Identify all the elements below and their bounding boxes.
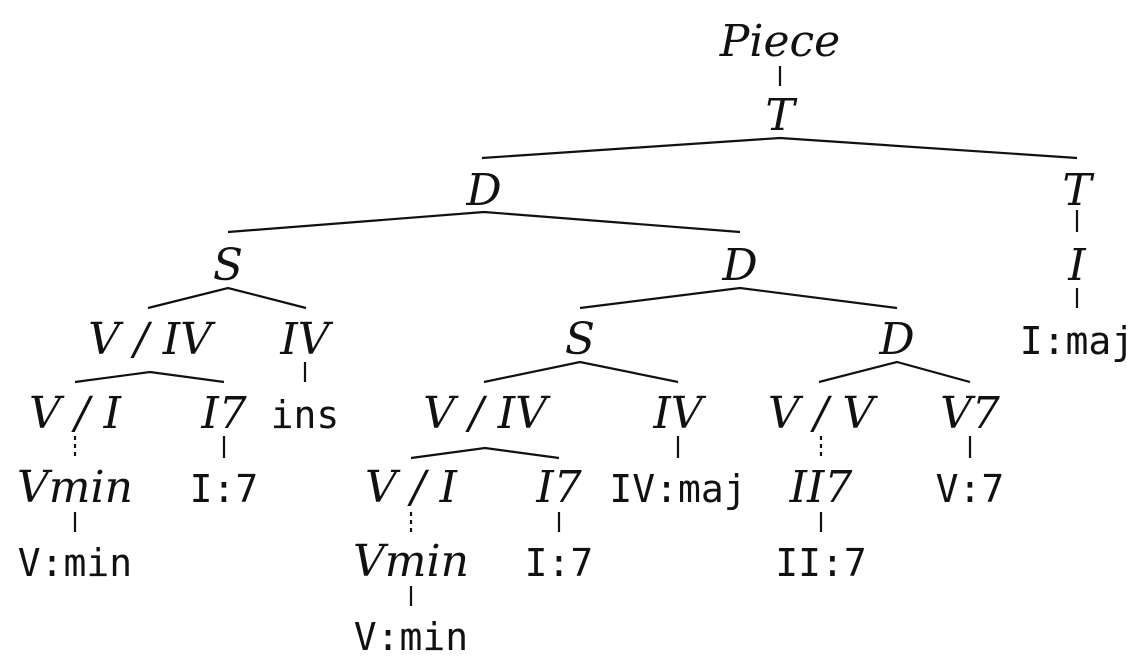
branch-d1	[227, 210, 741, 234]
branch-s2	[483, 360, 679, 384]
node-d2: D	[721, 240, 757, 291]
term-imaj: I:maj	[1020, 319, 1134, 363]
node-v-i-2: V / I	[365, 462, 459, 513]
tree-edges	[73, 66, 1079, 606]
node-v-iv-2: V / IV	[423, 388, 551, 439]
branch-d3	[818, 360, 971, 384]
term-ii7: II:7	[775, 541, 867, 585]
term-i7-1: I:7	[190, 467, 259, 511]
branch-t	[481, 136, 1078, 160]
term-v7: V:7	[936, 467, 1005, 511]
branch-v-iv-2	[410, 446, 560, 460]
node-ii7: II7	[789, 462, 853, 513]
node-vmin-2: Vmin	[353, 536, 469, 587]
node-iv-2: IV	[652, 388, 706, 439]
node-v-iv-1: V / IV	[88, 314, 216, 365]
node-v-i-1: V / I	[29, 388, 123, 439]
node-v7: V7	[940, 388, 1000, 439]
node-v-v: V / V	[768, 388, 879, 439]
node-iv-1: IV	[279, 314, 333, 365]
term-vmin-1: V:min	[18, 541, 132, 585]
node-s1: S	[213, 240, 243, 291]
branch-v-iv-1	[74, 370, 225, 384]
branch-d2	[579, 286, 898, 310]
node-vmin-1: Vmin	[17, 462, 133, 513]
node-d1: D	[465, 165, 501, 216]
term-iv-maj: IV:maj	[609, 467, 746, 511]
node-i7-2: I7	[535, 462, 581, 513]
node-t-top: T	[765, 90, 798, 141]
term-vmin-2: V:min	[354, 615, 468, 659]
branch-s1	[147, 286, 307, 310]
term-ins: ins	[271, 393, 340, 437]
term-i7-2: I:7	[525, 541, 594, 585]
node-i-right: I	[1067, 240, 1087, 291]
node-piece: Piece	[719, 16, 840, 67]
node-s2: S	[565, 314, 595, 365]
tree-nodes: Piece T D T S D I V / IV IV S D I:maj V …	[17, 16, 1134, 659]
node-d3: D	[878, 314, 914, 365]
node-t-right: T	[1062, 165, 1095, 216]
node-i7-1: I7	[200, 388, 246, 439]
